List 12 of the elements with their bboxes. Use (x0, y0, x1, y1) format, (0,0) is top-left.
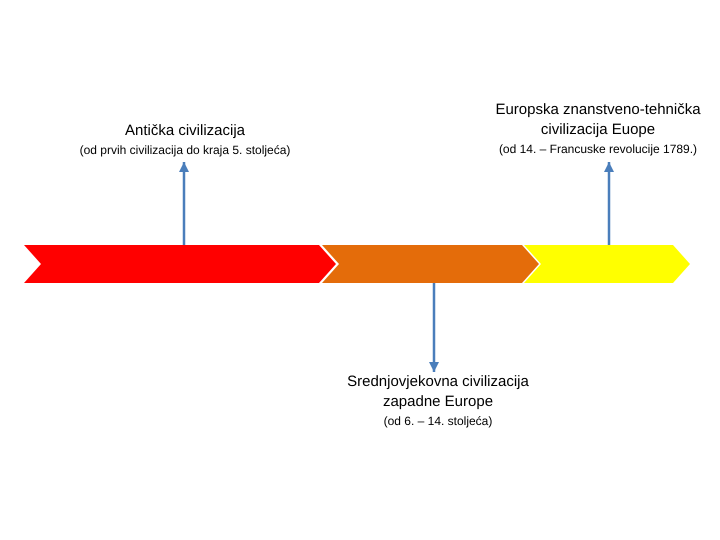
date-range: (od 6. – 14. stoljeća) (384, 413, 492, 429)
timeline-segment (24, 245, 336, 283)
arrow (179, 162, 189, 245)
timeline-segment (524, 245, 690, 283)
date-range: (od prvih civilizacija do kraja 5. stoljeća) (80, 142, 290, 158)
arrow (604, 162, 614, 245)
era-title: Antička civilizacija (124, 121, 246, 141)
timeline-segment (322, 245, 539, 283)
date-range: (od 14. – Francuske revolucije 1789.) (498, 141, 698, 157)
era-title: Srednjovjekovna civilizacija zapadne Europe (346, 372, 530, 412)
era-title: Europska znanstveno-tehnička civilizacija Euope (494, 100, 702, 140)
arrow (429, 283, 439, 372)
